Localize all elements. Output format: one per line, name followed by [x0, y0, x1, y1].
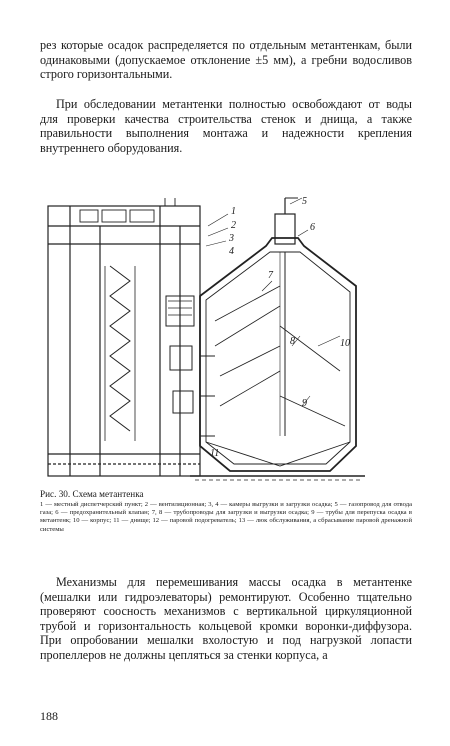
label-1: 1 [231, 206, 236, 217]
label-6: 6 [310, 222, 315, 233]
figure-caption-legend: 1 — местный диспетчерский пункт; 2 — вен… [40, 501, 412, 533]
figure-caption-title: Рис. 30. Схема метантенка [40, 489, 144, 499]
label-4: 4 [229, 246, 234, 257]
body-paragraph-inspection: При обследовании метантенки полностью ос… [40, 97, 412, 155]
body-paragraph-top: рез которые осадок распределяется по отд… [40, 38, 412, 82]
label-5: 5 [302, 196, 307, 207]
label-10: 10 [340, 338, 350, 349]
label-9: 9 [302, 398, 307, 409]
label-3: 3 [228, 233, 234, 244]
digester-body [199, 237, 357, 472]
label-2: 2 [231, 220, 236, 231]
digester-diagram: 1 2 3 4 5 6 7 8 9 10 11 [40, 196, 414, 486]
digester-diagram-svg: 1 2 3 4 5 6 7 8 9 10 11 [47, 196, 365, 481]
body-paragraph-mechanisms: Механизмы для перемешивания массы осадка… [40, 575, 412, 662]
page-number: 188 [40, 709, 58, 723]
label-8: 8 [290, 336, 295, 347]
service-building [47, 205, 201, 477]
label-11: 11 [210, 448, 219, 459]
digester-inner-wall [205, 251, 351, 465]
label-7: 7 [268, 270, 274, 281]
